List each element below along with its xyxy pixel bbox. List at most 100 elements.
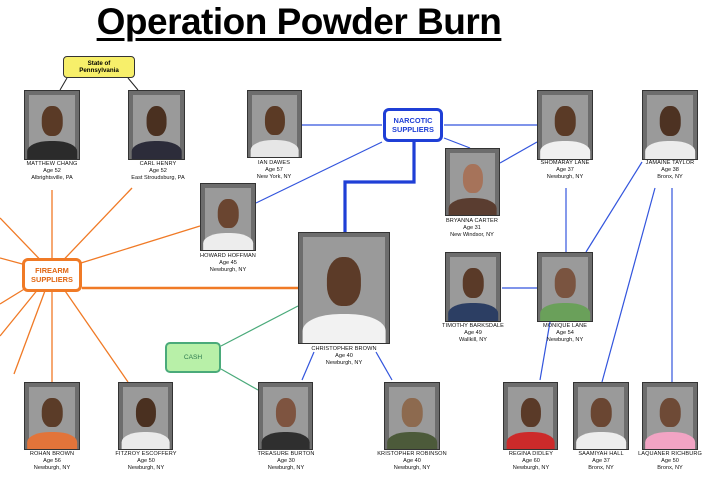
person-age: Age 50 [661, 458, 679, 465]
person-age: Age 30 [277, 458, 295, 465]
cash-link-christopher [220, 305, 299, 347]
person-loc: Newburgh, NY [512, 465, 550, 472]
person-loc: New Windsor, NY [450, 232, 494, 239]
mugshot-kristopher [384, 382, 440, 450]
mugshot-matthew [24, 90, 80, 160]
narcotic-box-line1: NARCOTIC [393, 116, 433, 125]
mugshot-fitzroy [118, 382, 173, 450]
person-name: LAQUANER RICHBURG [638, 451, 702, 457]
mugshot-bryanna [445, 148, 500, 216]
person-loc: Newburgh, NY [127, 465, 165, 472]
person-loc: East Stroudsburg, PA [131, 175, 185, 182]
person-loc: Newburgh, NY [325, 360, 363, 367]
person-name: REGINA DIDLEY [508, 451, 554, 457]
person-name: BRYANNA CARTER [445, 218, 499, 224]
monique-regina [539, 321, 551, 381]
firearm-box-line2: SUPPLIERS [31, 275, 73, 284]
shomaray-bryanna [499, 141, 538, 164]
person-age: Age 37 [556, 167, 574, 174]
person-age: Age 60 [522, 458, 540, 465]
christopher-kristopher [375, 351, 393, 381]
person-name: ROHAN BROWN [29, 451, 75, 457]
person-loc: Newburgh, NY [33, 465, 71, 472]
person-name: TIMOTHY BARKSDALE [442, 323, 504, 329]
person-loc: Newburgh, NY [209, 267, 247, 274]
narcotic-link-christopher [343, 142, 416, 232]
person-loc: Bronx, NY [588, 465, 614, 472]
person-name: SAAMIYAH HALL [578, 451, 624, 457]
person-age: Age 40 [403, 458, 421, 465]
state-box-line2: Pennsylvania [79, 67, 119, 74]
mugshot-jamaine [642, 90, 698, 160]
person-age: Age 49 [464, 330, 482, 337]
person-age: Age 54 [556, 330, 574, 337]
jamaine-saamiyah [601, 187, 656, 383]
narcotic-suppliers-box: NARCOTIC SUPPLIERS [383, 108, 443, 142]
person-name: MATTHEW CHANG [26, 161, 78, 167]
christopher-treasure [301, 351, 315, 381]
person-name: CARL HENRY [139, 161, 177, 167]
state-link-matthew [59, 77, 68, 91]
cash-link-treasure [220, 368, 259, 391]
jamaine-monique [585, 161, 643, 253]
person-age: Age 52 [149, 168, 167, 175]
person-name: MONIQUE LANE [542, 323, 588, 329]
firearm-box-line1: FIREARM [35, 266, 69, 275]
mugshot-regina [503, 382, 558, 450]
person-age: Age 38 [661, 167, 679, 174]
person-loc: Bronx, NY [657, 465, 683, 472]
person-age: Age 56 [43, 458, 61, 465]
person-age: Age 50 [137, 458, 155, 465]
firearm-suppliers-box: FIREARM SUPPLIERS [22, 258, 82, 292]
person-age: Age 37 [592, 458, 610, 465]
mugshot-laquaner [642, 382, 698, 450]
cash-box-label: CASH [183, 354, 203, 361]
cash-box: CASH [165, 342, 221, 373]
person-name: KRISTOPHER ROBINSON [377, 451, 447, 457]
mugshot-rohan [24, 382, 80, 450]
person-loc: New York, NY [256, 174, 292, 181]
page-title: Operation Powder Burn [96, 1, 502, 42]
mugshot-treasure [258, 382, 313, 450]
person-age: Age 52 [43, 168, 61, 175]
mugshot-shomaray [537, 90, 593, 160]
person-loc: Wallkill, NY [458, 337, 488, 344]
state-link-carl [127, 77, 139, 91]
person-name: CHRISTOPHER BROWN [311, 346, 377, 352]
person-name: HOWARD HOFFMAN [200, 253, 256, 259]
person-loc: Newburgh, NY [546, 174, 584, 181]
person-name: FITZROY ESCOFFERY [115, 451, 177, 457]
person-age: Age 31 [463, 225, 481, 232]
mugshot-monique [537, 252, 593, 322]
person-age: Age 40 [335, 353, 353, 360]
narcotic-box-line2: SUPPLIERS [392, 125, 434, 134]
person-loc: Albrightsville, PA [31, 175, 73, 182]
person-loc: Newburgh, NY [546, 337, 584, 344]
state-of-pennsylvania-box: State of Pennsylvania [63, 56, 135, 78]
person-name: IAN DAWES [257, 160, 291, 166]
narcotic-link-bryanna [443, 137, 471, 149]
person-name: SHOMARAY LANE [540, 160, 590, 166]
mugshot-carl [128, 90, 185, 160]
person-name: JAMAINE TAYLOR [645, 160, 695, 166]
person-age: Age 57 [265, 167, 283, 174]
mugshot-saamiyah [573, 382, 629, 450]
person-name: TREASURE BURTON [257, 451, 315, 457]
